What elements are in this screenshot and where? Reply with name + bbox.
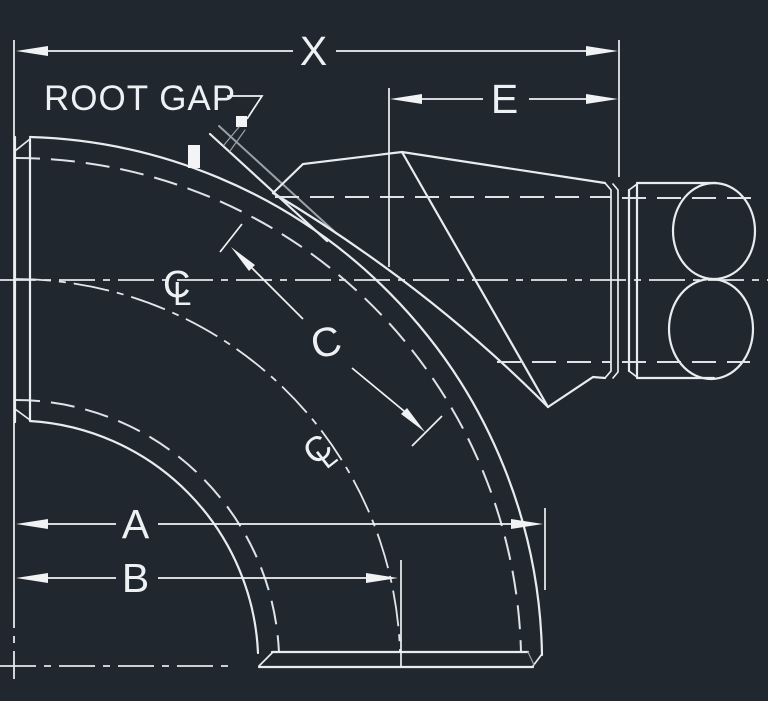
c-arrow-lower [401, 408, 425, 432]
bottom-end-chamfer-shade [527, 651, 535, 666]
joint-bevel-line-far [218, 125, 337, 234]
centerline-symbol-horizontal: C L [163, 264, 191, 312]
c-tick-upper [219, 223, 243, 253]
taper-top-profile [271, 150, 607, 195]
bottom-end-chamfer-right [532, 653, 543, 667]
centerline-l-glyph: L [173, 275, 191, 312]
b-arrow-left [16, 573, 48, 583]
e-arrow-left [390, 94, 422, 104]
taper-cone-edge [400, 150, 550, 409]
end-fitting [622, 181, 757, 381]
root-gap-pointer-1 [223, 126, 240, 146]
elbow-outer-arc [28, 135, 544, 657]
a-arrow-right [511, 519, 543, 529]
centerline-c-glyph: C [163, 264, 190, 306]
x-arrow-right [586, 46, 618, 56]
elbow-hidden-inner-arc [15, 399, 280, 654]
dimension-e: E [388, 76, 618, 267]
left-end-chamfer-top [14, 138, 31, 152]
dimension-a: A [16, 501, 546, 590]
taper-right-face [612, 183, 619, 379]
taper-lower-silhouette [271, 191, 550, 409]
e-arrow-right [586, 94, 618, 104]
c-arrow-upper [231, 247, 255, 271]
x-arrow-left [16, 46, 48, 56]
elbow-inner-arc [28, 419, 260, 655]
centerlines [0, 278, 768, 679]
a-arrow-left [16, 519, 48, 529]
elbow-arc-centerline [14, 278, 401, 653]
root-gap-leader [227, 95, 264, 120]
a-dim-label: A [122, 501, 150, 547]
b-arrow-right [366, 573, 398, 583]
dimension-x: X [13, 28, 620, 592]
tapered-fitting [271, 150, 619, 409]
dimension-b: B [16, 555, 402, 666]
elbow-hidden-outer-arc [15, 157, 522, 654]
root-gap-label: ROOT GAP [44, 79, 236, 118]
weld-joint [188, 125, 337, 243]
joint-bevel-line-near [208, 132, 329, 243]
b-dim-label: B [122, 555, 150, 601]
c-tick-lower [411, 415, 443, 447]
root-gap-leader-terminator [236, 116, 247, 127]
c-dim-label: C [306, 316, 347, 368]
c-dim-line-upper [251, 267, 304, 320]
c-dim-line-lower [351, 367, 405, 412]
e-dim-label: E [491, 76, 519, 122]
end-fitting-lower-lobe [667, 277, 755, 381]
weld-backing-marker [188, 145, 200, 168]
bottom-end-chamfer-left [258, 651, 274, 667]
taper-right-bevel [604, 182, 612, 379]
taper-bottom-profile [546, 375, 607, 409]
dimension-c: C [219, 223, 443, 447]
elbow-body [13, 135, 544, 669]
x-dim-label: X [300, 28, 328, 74]
root-gap-callout: ROOT GAP [44, 79, 264, 152]
root-gap-pointer-2 [229, 129, 246, 152]
left-end-chamfer-bottom [14, 408, 31, 421]
end-fitting-chamfer-bottom [628, 370, 638, 378]
end-fitting-chamfer-top [628, 183, 638, 191]
